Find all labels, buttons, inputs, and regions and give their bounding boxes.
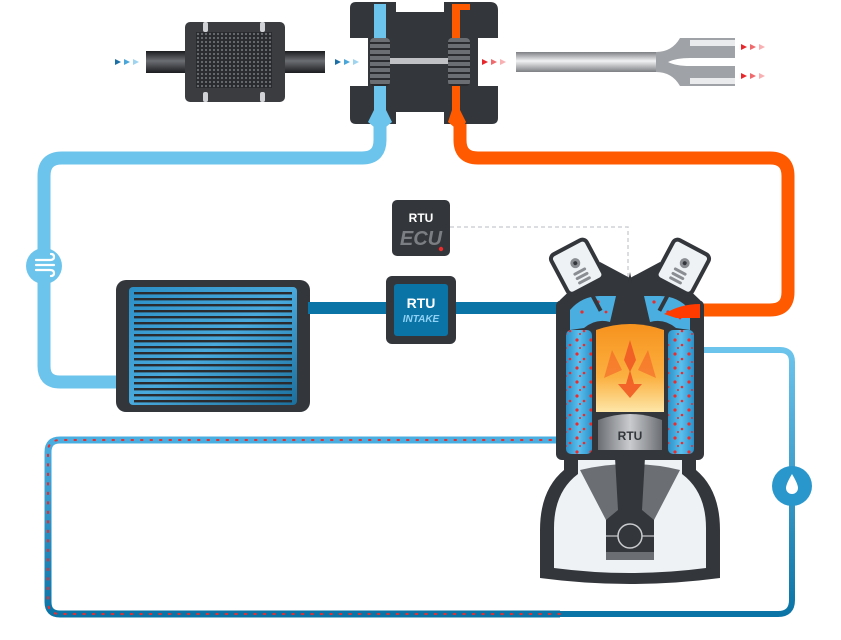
exhaust-out-arrows <box>741 44 765 79</box>
coolant-particles <box>47 439 571 615</box>
ecu-brand-label: RTU <box>409 211 434 225</box>
intercooler-fin <box>134 370 292 373</box>
exhaust-valve <box>654 237 712 312</box>
turbocharger <box>335 2 506 132</box>
intake-valve <box>548 237 606 312</box>
engine: RTU <box>540 237 720 584</box>
intercooler-fin <box>134 346 292 349</box>
crankshaft-pin <box>617 523 643 549</box>
intercooler-fin <box>134 388 292 391</box>
intercooler-fin <box>134 292 292 295</box>
intercooler-fin <box>134 310 292 313</box>
wind-icon <box>34 252 56 278</box>
compressor-inlet-arrows <box>335 59 359 65</box>
intercooler-fins <box>134 292 292 403</box>
ecu-signal-line <box>450 226 629 280</box>
intercooler-fin <box>134 340 292 343</box>
intercooler <box>100 280 310 412</box>
ecu-status-led <box>438 246 444 252</box>
combustion-arrows <box>604 340 656 398</box>
intercooler-fin <box>134 400 292 403</box>
intake-name-label: INTAKE <box>403 314 440 325</box>
ecu-name-label: ECU <box>400 228 443 250</box>
intercooler-fin <box>134 304 292 307</box>
intake-arrows <box>115 59 139 65</box>
intercooler-fin <box>134 394 292 397</box>
intake-module: RTU INTAKE <box>386 276 456 344</box>
intercooler-fin <box>134 328 292 331</box>
airflow-indicator <box>26 248 62 284</box>
exhaust-gas-pipe <box>453 118 795 317</box>
intercooler-fin <box>134 364 292 367</box>
coolant-loop <box>44 436 570 618</box>
compressed-air-pipe <box>37 118 387 389</box>
coolant-indicator <box>772 466 812 506</box>
intercooler-fin <box>134 298 292 301</box>
turbine-outlet-arrows <box>482 59 506 65</box>
intercooler-fin <box>134 322 292 325</box>
intake-brand-label: RTU <box>407 295 436 311</box>
spark-plug <box>624 272 636 316</box>
air-filter <box>115 22 325 102</box>
intercooler-fin <box>134 352 292 355</box>
intercooler-fin <box>134 358 292 361</box>
intercooler-fin <box>134 316 292 319</box>
exhaust-pipe <box>516 38 765 86</box>
intercooler-fin <box>134 334 292 337</box>
water-drop-icon <box>786 474 798 494</box>
exhaust-port <box>664 304 700 318</box>
intercooler-fin <box>134 382 292 385</box>
intercooler-fin <box>134 376 292 379</box>
head-coolant-passage <box>570 296 616 330</box>
ecu-module: RTU ECU <box>392 200 450 256</box>
connecting-rod <box>606 440 654 552</box>
piston <box>598 414 662 450</box>
piston-brand-label: RTU <box>618 429 643 443</box>
